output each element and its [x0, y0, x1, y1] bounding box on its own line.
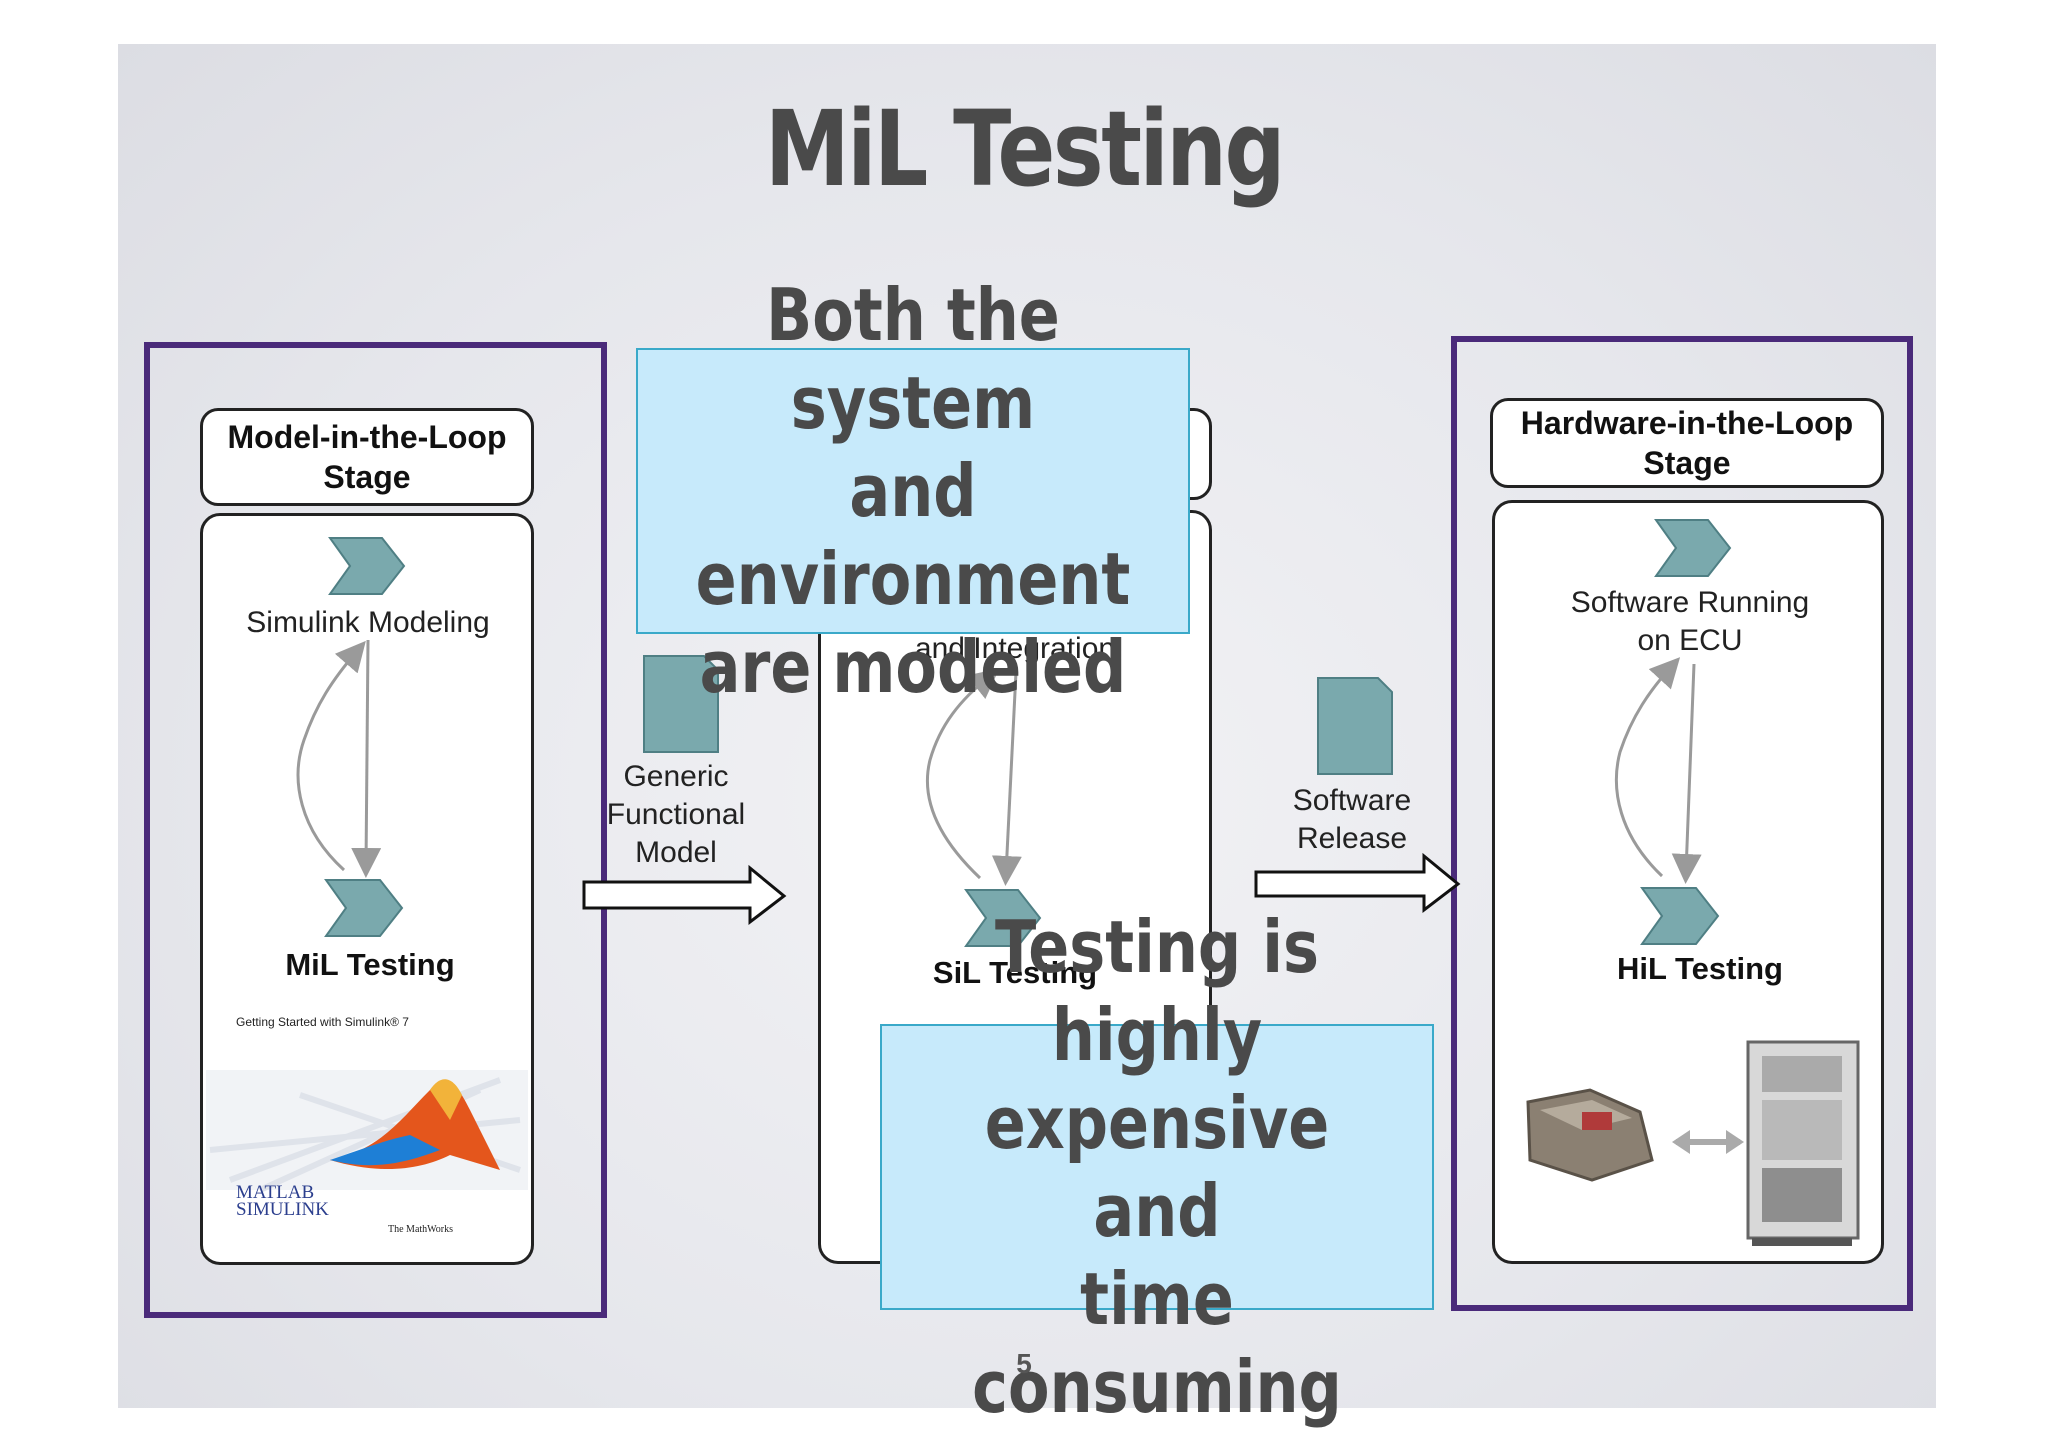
functional-model-document-icon	[643, 655, 719, 753]
software-release-document-icon	[1317, 677, 1393, 775]
matlab-simulink-logo-text: MATLAB SIMULINK	[236, 1182, 329, 1220]
hil-test-rack-image	[1746, 1040, 1860, 1246]
hil-testing-label: HiL Testing	[1617, 951, 1783, 986]
hil-up-arrow-icon	[1614, 657, 1681, 878]
sil-up-arrow-icon	[925, 668, 1000, 880]
simulink-book-image	[206, 1070, 528, 1193]
mil-to-sil-block-arrow-icon	[582, 864, 787, 926]
mil-testing-label: MiL Testing	[285, 947, 455, 982]
mil-down-arrow-icon	[351, 639, 382, 878]
system-environment-callout-text: Both the system and environment are mode…	[695, 273, 1131, 709]
hil-highlight-frame	[1451, 336, 1913, 1311]
sil-testing-chevron-icon	[964, 889, 1042, 947]
page-number: 5	[1016, 1348, 1032, 1379]
sil-testing-label: SiL Testing	[932, 955, 1098, 990]
mil-up-arrow-icon	[296, 640, 366, 872]
system-environment-callout: Both the system and environment are mode…	[636, 273, 1190, 709]
hil-testing-chevron-icon	[1640, 887, 1720, 945]
sil-down-arrow-icon	[991, 671, 1022, 886]
mil-stage-header-text: Model-in-the-Loop Stage	[227, 419, 507, 495]
hil-stage-header-text: Hardware-in-the-Loop Stage	[1520, 405, 1854, 481]
hil-software-chevron-icon	[1654, 519, 1732, 577]
slide-title: MiL Testing	[764, 88, 1286, 210]
integration-label: and Integration	[914, 632, 1116, 665]
mathworks-publisher-label: The MathWorks	[388, 1224, 454, 1235]
hil-down-arrow-icon	[1671, 663, 1702, 884]
bidirectional-arrow-icon	[1672, 1130, 1744, 1154]
testing-cost-callout-text: Testing is highly expensive and time con…	[972, 905, 1342, 1429]
sil-to-hil-block-arrow-icon	[1254, 852, 1461, 914]
mil-stage-header: Model-in-the-Loop Stage	[200, 408, 534, 506]
simulink-modeling-label: Simulink Modeling	[246, 606, 490, 639]
book-caption: Getting Started with Simulink® 7	[236, 1015, 409, 1029]
mil-modeling-chevron-icon	[328, 537, 406, 595]
mil-testing-chevron-icon	[324, 879, 404, 937]
functional-model-label: Generic Functional Model	[606, 760, 746, 869]
hil-stage-header: Hardware-in-the-Loop Stage	[1490, 398, 1884, 488]
testing-cost-callout: Testing is highly expensive and time con…	[880, 905, 1434, 1429]
software-release-label: Software Release	[1292, 784, 1412, 855]
mil-highlight-frame	[144, 342, 607, 1318]
software-running-label: Software Running on ECU	[1570, 586, 1810, 657]
ecu-hardware-image	[1526, 1088, 1654, 1182]
